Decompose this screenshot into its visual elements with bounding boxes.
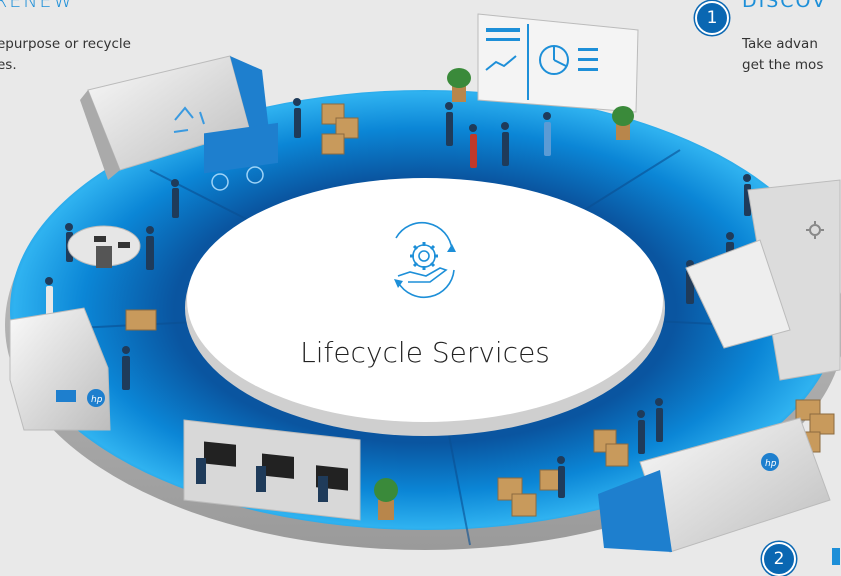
recycle-truck (80, 55, 278, 191)
discover-desc-line-2: get the mos (742, 57, 824, 73)
center-disc (187, 178, 663, 422)
gear-icon (806, 221, 824, 239)
svg-text:hp: hp (91, 395, 103, 405)
discover-description: Take advan get the mos (742, 34, 823, 76)
people (45, 98, 783, 498)
step-1-badge: 1 (695, 1, 729, 35)
discover-title: DISCOV (742, 0, 828, 12)
workstation-desks (183, 419, 361, 521)
lifecycle-services-title: Lifecycle Services (300, 336, 550, 369)
recycle-icon (173, 106, 205, 133)
svg-text:hp: hp (765, 459, 777, 469)
renew-description: epurpose or recycle es. (0, 34, 131, 76)
next-section-edge (832, 548, 840, 565)
plant-icon (374, 68, 634, 520)
hp-logo-icon (87, 389, 105, 407)
discover-desc-line-1: Take advan (742, 36, 818, 52)
renew-title: RENEW (0, 0, 75, 12)
step-2-badge: 2 (762, 542, 796, 576)
delivery-truck: hp (598, 417, 831, 553)
round-table (67, 225, 141, 268)
renew-desc-line-2: es. (0, 57, 17, 73)
conveyor-machine (685, 179, 841, 381)
dashboard-board-icon (477, 13, 639, 113)
renew-desc-line-1: epurpose or recycle (0, 36, 131, 52)
gear-in-hand-icon (394, 221, 456, 299)
hp-van: hp (9, 307, 111, 431)
